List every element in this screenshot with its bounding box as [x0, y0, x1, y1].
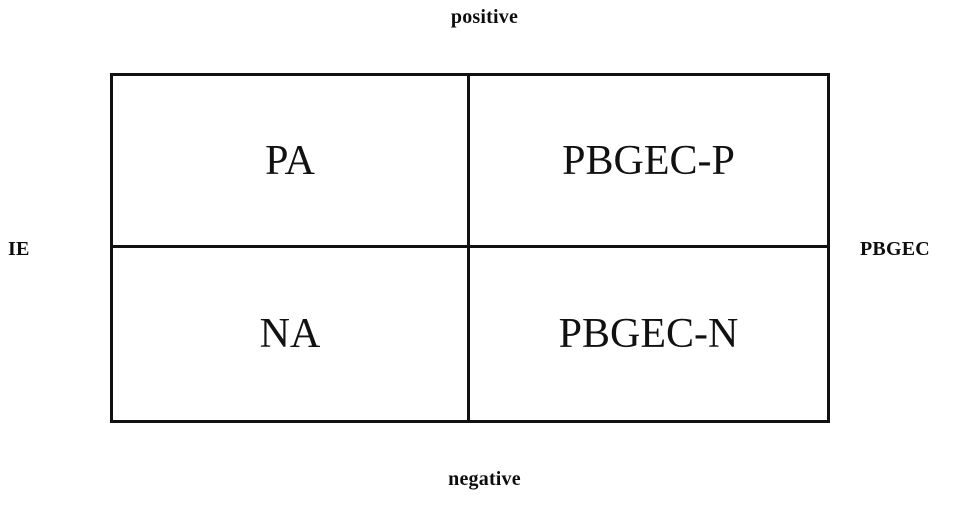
matrix-cell-bottom-left: NA: [113, 248, 470, 420]
matrix-cell-label-pbgec-n: PBGEC-N: [558, 311, 739, 357]
axis-label-negative: negative: [448, 468, 521, 490]
matrix-cell-top-left: PA: [113, 76, 470, 248]
matrix-grid: PA PBGEC-P NA PBGEC-N: [113, 76, 827, 420]
axis-label-ie: IE: [8, 238, 30, 260]
matrix-cell-label-pa: PA: [265, 137, 315, 184]
axis-label-positive: positive: [450, 6, 519, 28]
matrix-cell-label-pbgec-p: PBGEC-P: [562, 137, 735, 184]
matrix-cell-bottom-right: PBGEC-N: [470, 248, 827, 420]
matrix-frame: PA PBGEC-P NA PBGEC-N: [110, 73, 830, 423]
matrix-cell-top-right: PBGEC-P: [470, 76, 827, 248]
axis-label-pbgec: PBGEC: [860, 238, 930, 260]
matrix-cell-label-na: NA: [259, 311, 321, 357]
